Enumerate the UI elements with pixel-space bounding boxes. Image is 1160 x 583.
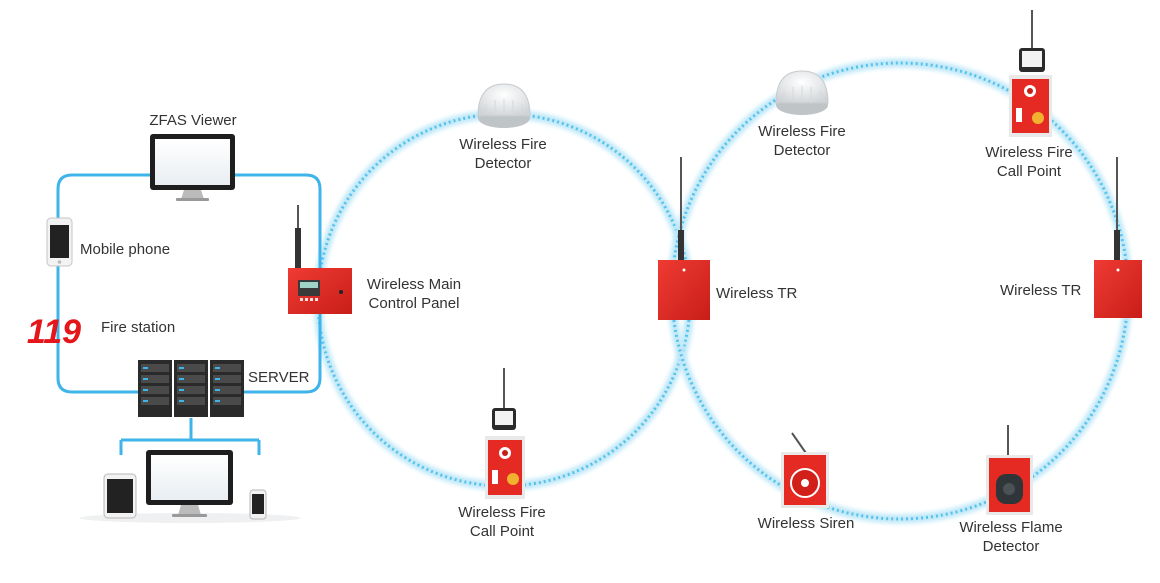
- loop1-fire-detector-label: Wireless Fire Detector: [459, 135, 547, 173]
- loop1-fire-detector-label-line1: Wireless Fire: [459, 136, 547, 153]
- loop2-fire-detector-label: Wireless Fire Detector: [758, 122, 846, 160]
- flame-detector-device: [986, 425, 1033, 515]
- loop2-fire-detector-label-line2: Detector: [773, 142, 831, 159]
- main-control-panel-label-line1: Wireless Main: [366, 276, 462, 293]
- loop2-siren-label: Wireless Siren: [757, 515, 855, 532]
- loop2-flame-detector-label-line2: Detector: [982, 538, 1040, 555]
- fire-station-logo: 119: [27, 313, 81, 351]
- client-devices: [80, 450, 300, 523]
- fire-call-point-device-1: [485, 368, 525, 499]
- mobile-phone-icon: [46, 217, 73, 267]
- main-control-panel-label-line2: Control Panel: [368, 295, 460, 312]
- main-control-panel-device: [288, 205, 352, 314]
- siren-device: [781, 432, 829, 508]
- loop1-call-point-label-line1: Wireless Fire: [458, 504, 546, 521]
- loop2-flame-detector-label: Wireless Flame Detector: [959, 518, 1062, 556]
- server-label: SERVER: [248, 369, 310, 386]
- loop1-fire-detector-label-line2: Detector: [474, 155, 532, 172]
- smoke-detector-icon-2: [775, 70, 829, 115]
- loop1-call-point-label: Wireless Fire Call Point: [458, 503, 546, 541]
- loop1-call-point-label-line2: Call Point: [469, 523, 535, 540]
- loop1-tr-label: Wireless TR: [716, 285, 798, 302]
- wireless-tr-device-2: [1094, 157, 1142, 318]
- fire-station-logo-text: 119: [27, 313, 81, 351]
- smartphone-icon: [249, 489, 267, 520]
- loop2-call-point-label-line1: Wireless Fire: [985, 144, 1073, 161]
- server-rack-icon: [138, 360, 244, 417]
- loop2-tr-label: Wireless TR: [1000, 282, 1082, 299]
- mobile-phone-label: Mobile phone: [80, 241, 171, 258]
- wireless-tr-device-1: [658, 157, 710, 320]
- fire-station-label: Fire station: [101, 319, 176, 336]
- fire-call-point-device-2: [1009, 10, 1052, 137]
- smoke-detector-icon-1: [477, 83, 531, 128]
- monitor-icon: [150, 134, 235, 201]
- tablet-icon: [103, 473, 137, 519]
- zfas-viewer-label: ZFAS Viewer: [149, 112, 237, 129]
- desktop-icon: [146, 450, 233, 517]
- loop2-call-point-label: Wireless Fire Call Point: [985, 143, 1073, 181]
- loop2-call-point-label-line2: Call Point: [996, 163, 1062, 180]
- loop2-flame-detector-label-line1: Wireless Flame: [959, 519, 1063, 536]
- loop2-fire-detector-label-line1: Wireless Fire: [758, 123, 846, 140]
- main-control-panel-label: Wireless Main Control Panel: [367, 275, 461, 313]
